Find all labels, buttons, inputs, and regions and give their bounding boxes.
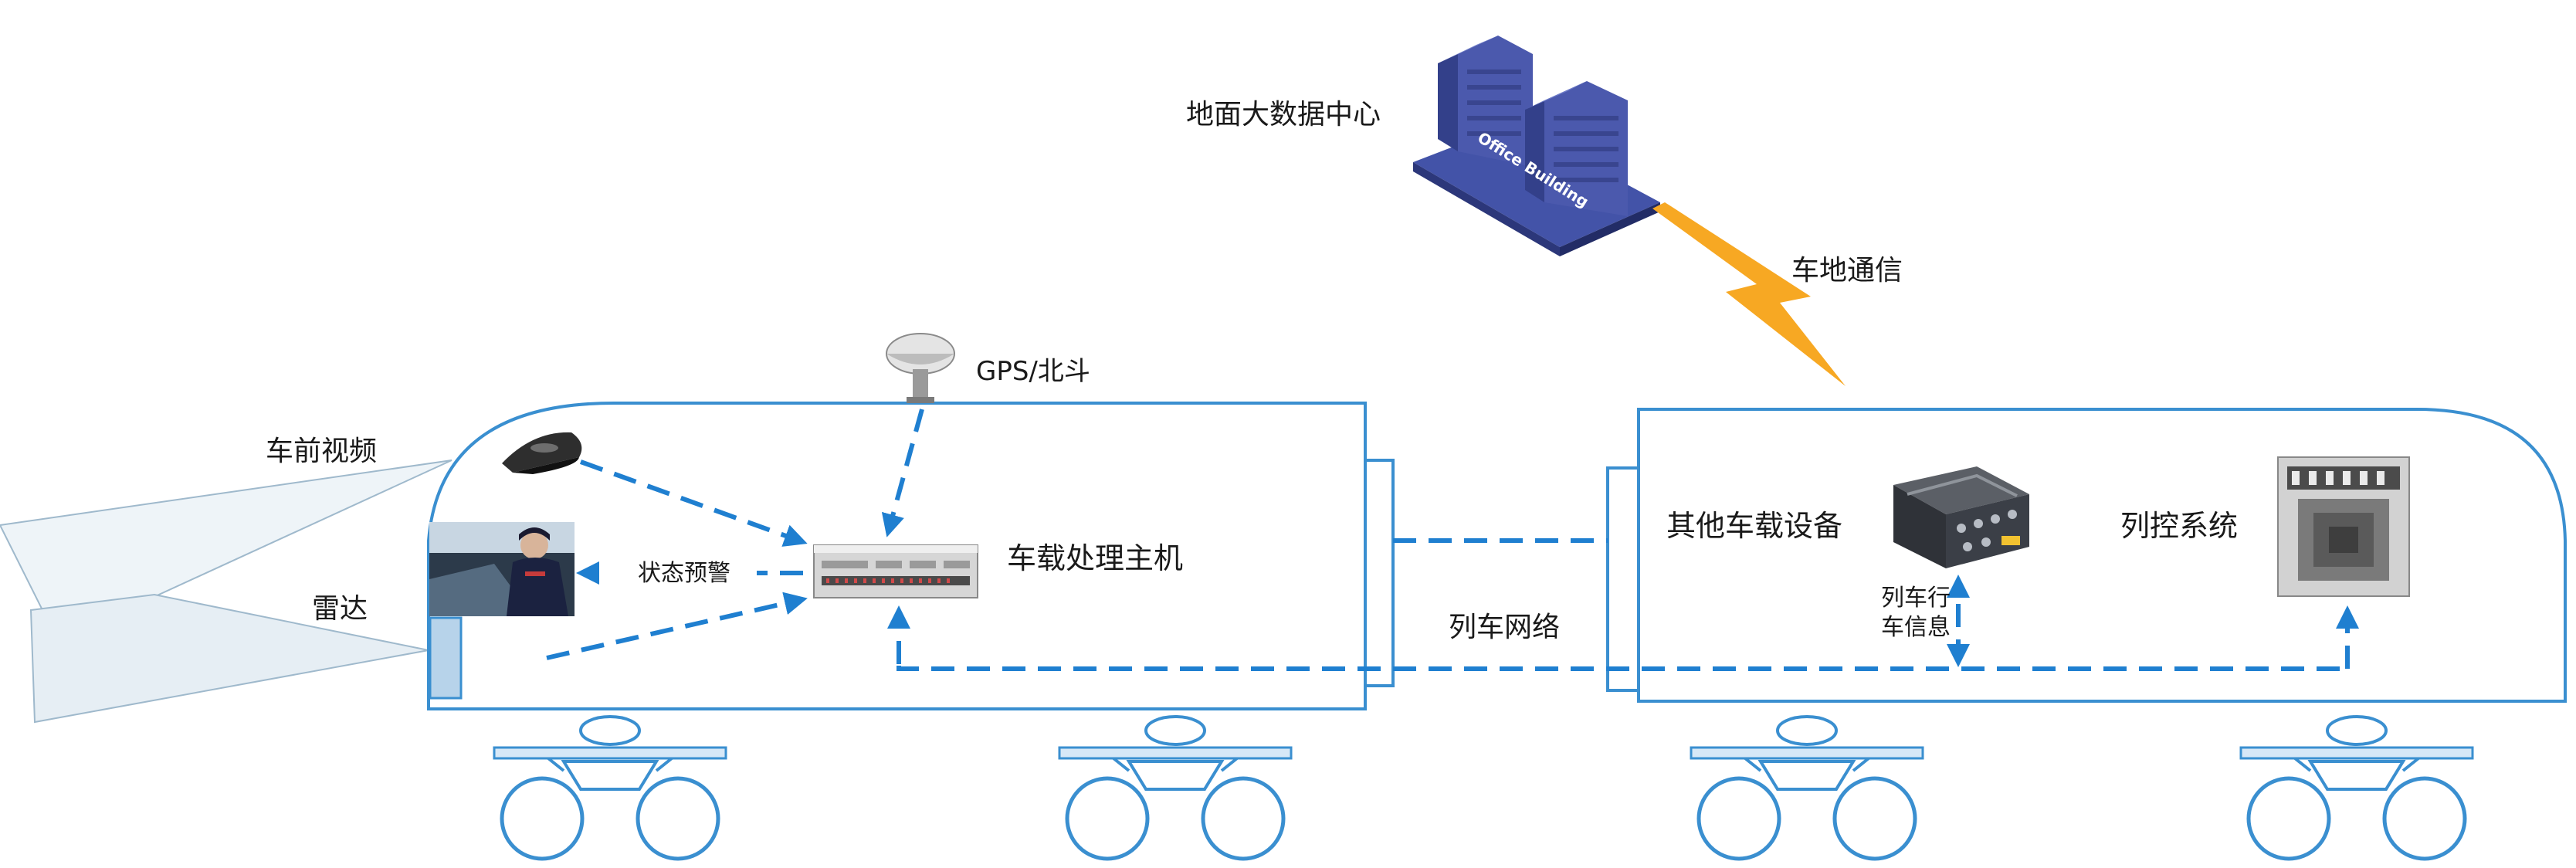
camera-icon	[502, 432, 582, 474]
control-cabinet-icon	[2277, 456, 2410, 597]
lightning-bolt-icon	[1652, 202, 1846, 386]
label-train-info-2: 车信息	[1881, 614, 1951, 641]
label-train-control: 列控系统	[2120, 509, 2238, 543]
label-onboard-host: 车载处理主机	[1007, 541, 1183, 575]
label-radar: 雷达	[312, 593, 368, 625]
right-train-car	[1606, 408, 2567, 703]
equipment-box-icon	[1893, 466, 2029, 568]
bogie-1	[493, 715, 727, 861]
label-train-info-1: 列车行	[1881, 585, 1951, 612]
dashed-links	[546, 409, 2359, 671]
rack-host-icon	[813, 544, 978, 598]
bogie-2	[1058, 715, 1293, 861]
bogies	[493, 715, 2474, 861]
driver-photo-icon	[429, 522, 575, 616]
label-state-warning: 状态预警	[638, 560, 730, 587]
radar-sensor-icon	[429, 616, 463, 700]
label-train-network: 列车网络	[1449, 612, 1560, 643]
label-train-ground-comm: 车地通信	[1791, 255, 1903, 287]
office-building-icon: Office Building	[1413, 36, 1660, 256]
arrow-gps-to-host	[881, 409, 924, 537]
label-data-center: 地面大数据中心	[1186, 99, 1381, 131]
label-other-equipment: 其他车载设备	[1666, 509, 1842, 543]
arrow-radar-to-host	[546, 592, 808, 660]
bogie-3	[1690, 715, 1924, 861]
gps-antenna-icon	[886, 333, 955, 403]
bogie-4	[2239, 715, 2474, 861]
train-network-bus	[897, 666, 2347, 671]
arrow-camera-to-host	[579, 459, 808, 547]
label-gps: GPS/北斗	[976, 356, 1090, 387]
front-view-cone	[0, 459, 452, 724]
label-front-video: 车前视频	[266, 436, 377, 467]
